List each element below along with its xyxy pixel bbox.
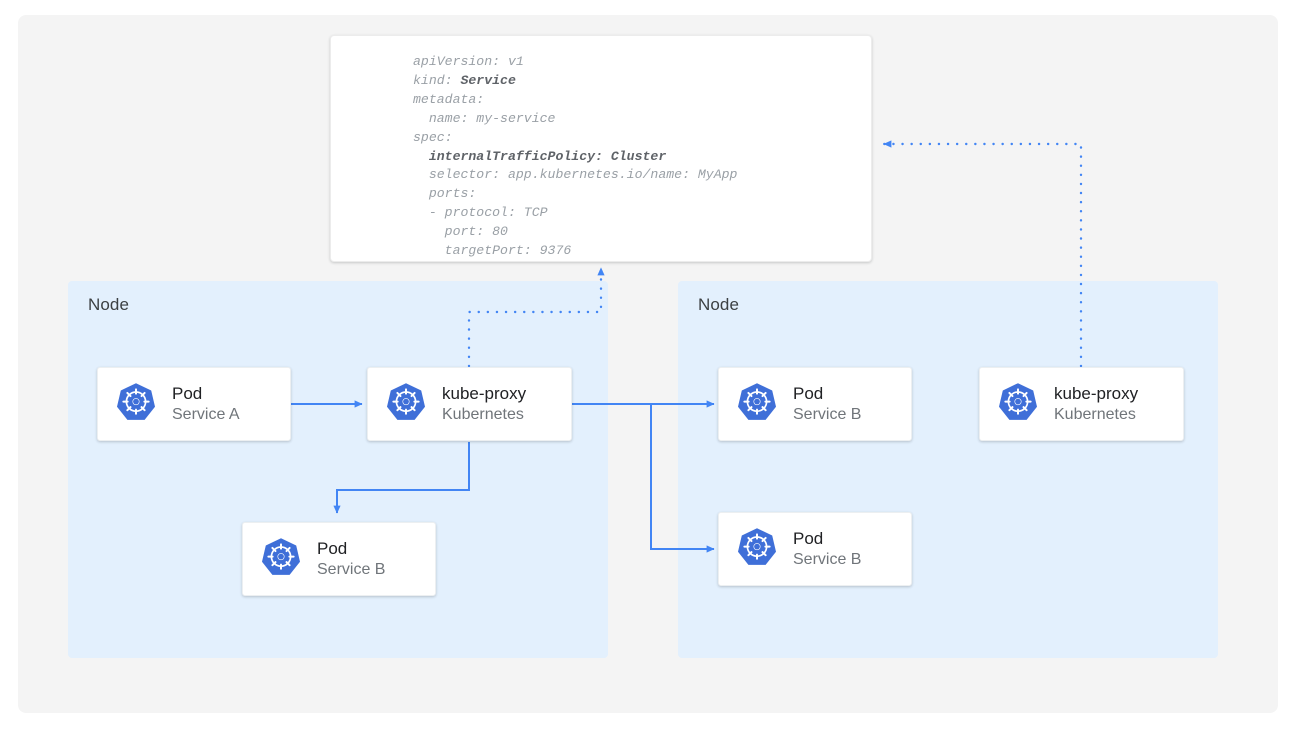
kubernetes-icon (996, 380, 1040, 429)
card-text: Pod Service B (793, 384, 861, 424)
card-kube-proxy-right[interactable]: kube-proxy Kubernetes (979, 367, 1184, 441)
card-text: kube-proxy Kubernetes (1054, 384, 1138, 424)
card-title: kube-proxy (1054, 383, 1139, 403)
card-subtitle: Kubernetes (1054, 405, 1136, 423)
card-pod-service-b-remote-bottom[interactable]: Pod Service B (718, 512, 912, 586)
kubernetes-icon (384, 380, 428, 429)
card-pod-service-b-local[interactable]: Pod Service B (242, 522, 436, 596)
card-pod-service-a[interactable]: Pod Service A (97, 367, 291, 441)
kubernetes-icon (259, 535, 303, 584)
card-text: Pod Service B (317, 539, 385, 579)
card-subtitle: Service B (793, 405, 862, 423)
node-label-left: Node (88, 295, 130, 314)
yaml-line-7: ports: (413, 186, 477, 202)
yaml-line-5: internalTrafficPolicy: Cluster (428, 148, 667, 164)
node-box-right: Node (678, 281, 1218, 658)
card-subtitle: Service A (172, 405, 240, 423)
yaml-line-2: metadata: (413, 91, 485, 107)
node-box-left: Node (68, 281, 608, 658)
kubernetes-icon (114, 380, 158, 429)
card-subtitle: Service B (317, 560, 386, 578)
card-title: kube-proxy (442, 383, 527, 403)
kubernetes-icon (735, 525, 779, 574)
yaml-line-8: - protocol: TCP (413, 205, 548, 221)
yaml-line-10: targetPort: 9376 (413, 243, 572, 259)
service-yaml-panel: apiVersion: v1 kind: Service metadata: n… (330, 35, 872, 262)
card-subtitle: Service B (793, 550, 862, 568)
yaml-line-3: name: my-service (413, 110, 556, 126)
yaml-line-0: apiVersion: v1 (413, 54, 524, 69)
card-kube-proxy-left[interactable]: kube-proxy Kubernetes (367, 367, 572, 441)
card-title: Pod (317, 538, 348, 558)
yaml-line-9: port: 80 (413, 224, 508, 240)
card-subtitle: Kubernetes (442, 405, 524, 423)
node-label-right: Node (698, 295, 740, 314)
card-pod-service-b-remote-top[interactable]: Pod Service B (718, 367, 912, 441)
service-yaml-code: apiVersion: v1 kind: Service metadata: n… (413, 53, 737, 261)
card-title: Pod (793, 383, 824, 403)
card-title: Pod (793, 528, 824, 548)
card-text: Pod Service B (793, 529, 861, 569)
card-title: Pod (172, 383, 203, 403)
yaml-line-1: kind: Service (413, 72, 516, 88)
card-text: Pod Service A (172, 384, 240, 424)
card-text: kube-proxy Kubernetes (442, 384, 526, 424)
yaml-line-6: selector: app.kubernetes.io/name: MyApp (413, 167, 738, 183)
kubernetes-icon (735, 380, 779, 429)
yaml-line-4: spec: (413, 129, 453, 145)
